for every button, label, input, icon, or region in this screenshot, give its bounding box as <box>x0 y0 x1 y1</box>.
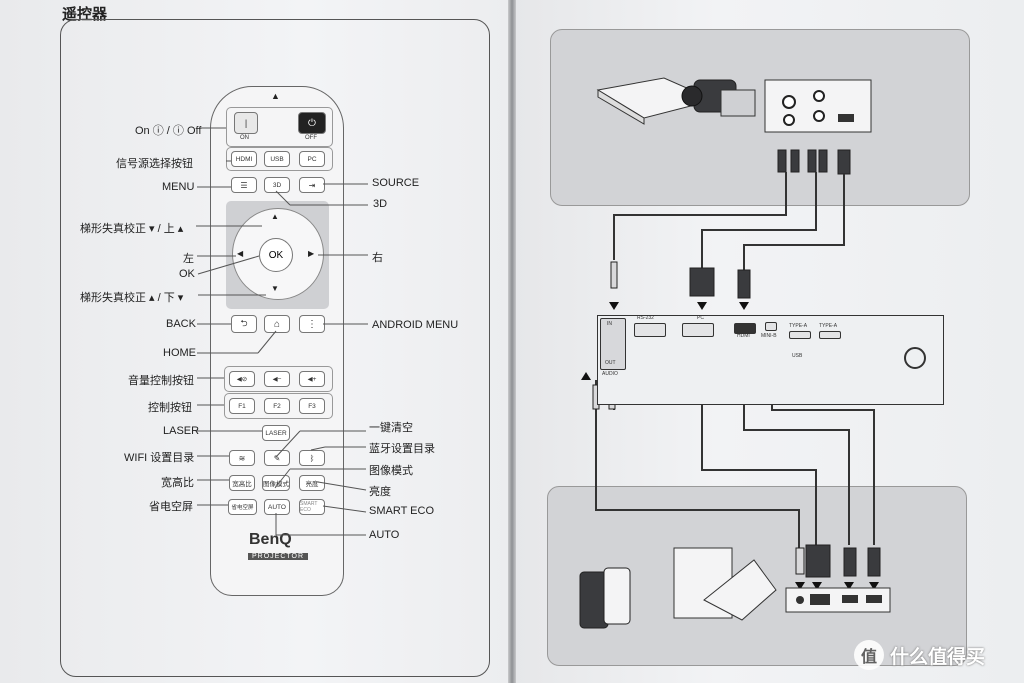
bluetooth-button[interactable]: ᛒ <box>299 450 325 466</box>
mute-button[interactable]: ◀⊘ <box>229 371 255 387</box>
rs232-port <box>634 323 666 337</box>
menu-button[interactable]: ☰ <box>231 177 257 193</box>
source-button-group <box>226 147 333 171</box>
aspect-button[interactable]: 宽高比 <box>229 475 255 491</box>
power-on-button[interactable]: | <box>234 112 258 134</box>
page-title: 遥控器 <box>62 6 108 23</box>
on-label: ON <box>240 135 249 141</box>
label-ok: OK <box>179 268 195 280</box>
connection-diagram <box>579 77 891 629</box>
pc-port <box>682 323 714 337</box>
down-arrow-icon[interactable]: ▼ <box>271 284 279 293</box>
label-brightness: 亮度 <box>369 486 391 498</box>
pc-button[interactable]: PC <box>299 151 325 167</box>
clear-button[interactable]: ✎ <box>264 450 290 466</box>
usb-type-a-port-2 <box>819 331 841 339</box>
f2-button[interactable]: F2 <box>264 398 290 414</box>
volume-down-button[interactable]: ◀− <box>264 371 290 387</box>
label-3d: 3D <box>373 198 388 210</box>
label-menu: MENU <box>162 181 195 193</box>
product-type-label: PROJECTOR <box>248 553 309 560</box>
ok-button[interactable]: OK <box>259 238 293 272</box>
computer-icon <box>673 547 777 621</box>
usb-button[interactable]: USB <box>264 151 290 167</box>
type-a-label-1: TYPE-A <box>789 323 808 329</box>
watermark-logo-icon: 值 <box>854 640 884 670</box>
camcorder-icon <box>681 79 756 117</box>
label-auto: AUTO <box>369 529 400 541</box>
source-jack-panel <box>764 79 872 133</box>
remote-diagram-frame <box>60 19 490 677</box>
type-a-label-2: TYPE-A <box>819 323 838 329</box>
label-keystone-down: 梯形失真校正 ▴ / 下 ▾ <box>80 292 184 304</box>
label-smart-eco: SMART ECO <box>369 505 434 517</box>
audio-label: AUDIO <box>602 371 618 377</box>
watermark-text: 什么值得买 <box>890 646 986 668</box>
up-arrow-icon[interactable]: ▲ <box>271 212 279 221</box>
label-android-menu: ANDROID MENU <box>372 319 459 331</box>
dc-power-jack <box>904 347 926 369</box>
left-arrow-icon[interactable]: ◀ <box>237 249 244 258</box>
label-source-select: 信号源选择按钮 <box>116 158 193 170</box>
book-spine <box>508 0 516 683</box>
label-back: BACK <box>166 318 196 330</box>
audio-out-label: OUT <box>605 360 616 366</box>
hdmi-button[interactable]: HDMI <box>231 151 257 167</box>
eco-blank-button[interactable]: 省电空屏 <box>228 499 257 515</box>
laser-symbol: ▲ <box>271 91 280 101</box>
label-right: 右 <box>372 252 383 264</box>
hdmi-port <box>734 323 756 334</box>
label-eco-blank: 省电空屏 <box>149 501 193 513</box>
laser-button[interactable]: LASER <box>262 425 290 441</box>
f3-button[interactable]: F3 <box>299 398 325 414</box>
label-volume: 音量控制按钮 <box>128 375 194 387</box>
label-control: 控制按钮 <box>148 402 192 414</box>
label-wifi: WIFI 设置目录 <box>124 452 195 464</box>
label-source: SOURCE <box>372 177 420 189</box>
label-keystone-up: 梯形失真校正 ▾ / 上 ▴ <box>80 223 184 235</box>
mini-b-label: MINI-B <box>761 333 777 339</box>
audio-port-block <box>600 318 626 370</box>
label-aspect: 宽高比 <box>161 477 194 489</box>
pc-port-label: PC <box>697 315 704 321</box>
site-watermark: 值 什么值得买 <box>854 640 985 670</box>
back-button[interactable]: ⮌ <box>231 315 257 333</box>
leader-lines <box>196 127 368 536</box>
off-label: OFF <box>305 135 317 141</box>
wifi-button[interactable]: ≋ <box>229 450 255 466</box>
output-port-panel <box>785 587 891 613</box>
label-laser: LASER <box>163 425 200 437</box>
power-off-button[interactable]: ⏻ <box>298 112 326 134</box>
label-home: HOME <box>163 347 196 359</box>
label-picture-mode: 图像模式 <box>369 465 413 477</box>
f1-button[interactable]: F1 <box>229 398 255 414</box>
volume-up-button[interactable]: ◀+ <box>299 371 325 387</box>
right-arrow-icon[interactable]: ▶ <box>308 249 315 258</box>
source-button[interactable]: ⇥ <box>299 177 325 193</box>
mini-b-port <box>765 322 777 331</box>
label-one-key-clear: 一键清空 <box>369 422 413 434</box>
volume-button-group <box>224 366 333 392</box>
usb-type-a-port-1 <box>789 331 811 339</box>
label-on-off: On ⓘ / ⓘ Off <box>135 125 202 137</box>
label-bluetooth: 蓝牙设置目录 <box>369 443 435 455</box>
source-devices-box <box>550 29 970 206</box>
function-button-group <box>224 393 333 419</box>
home-button[interactable]: ⌂ <box>264 315 290 333</box>
smart-eco-button[interactable]: SMART ECO <box>299 499 325 515</box>
power-button-group <box>226 107 333 147</box>
hdmi-port-label: HDMI <box>737 333 750 339</box>
picture-mode-button[interactable]: 图像模式 <box>262 475 290 491</box>
label-left: 左 <box>183 253 194 265</box>
auto-button[interactable]: AUTO <box>264 499 290 515</box>
speakers-icon <box>579 567 631 629</box>
audio-in-label: IN <box>607 321 612 327</box>
rs232-label: RS-232 <box>637 315 654 321</box>
usb-label: USB <box>792 353 803 359</box>
